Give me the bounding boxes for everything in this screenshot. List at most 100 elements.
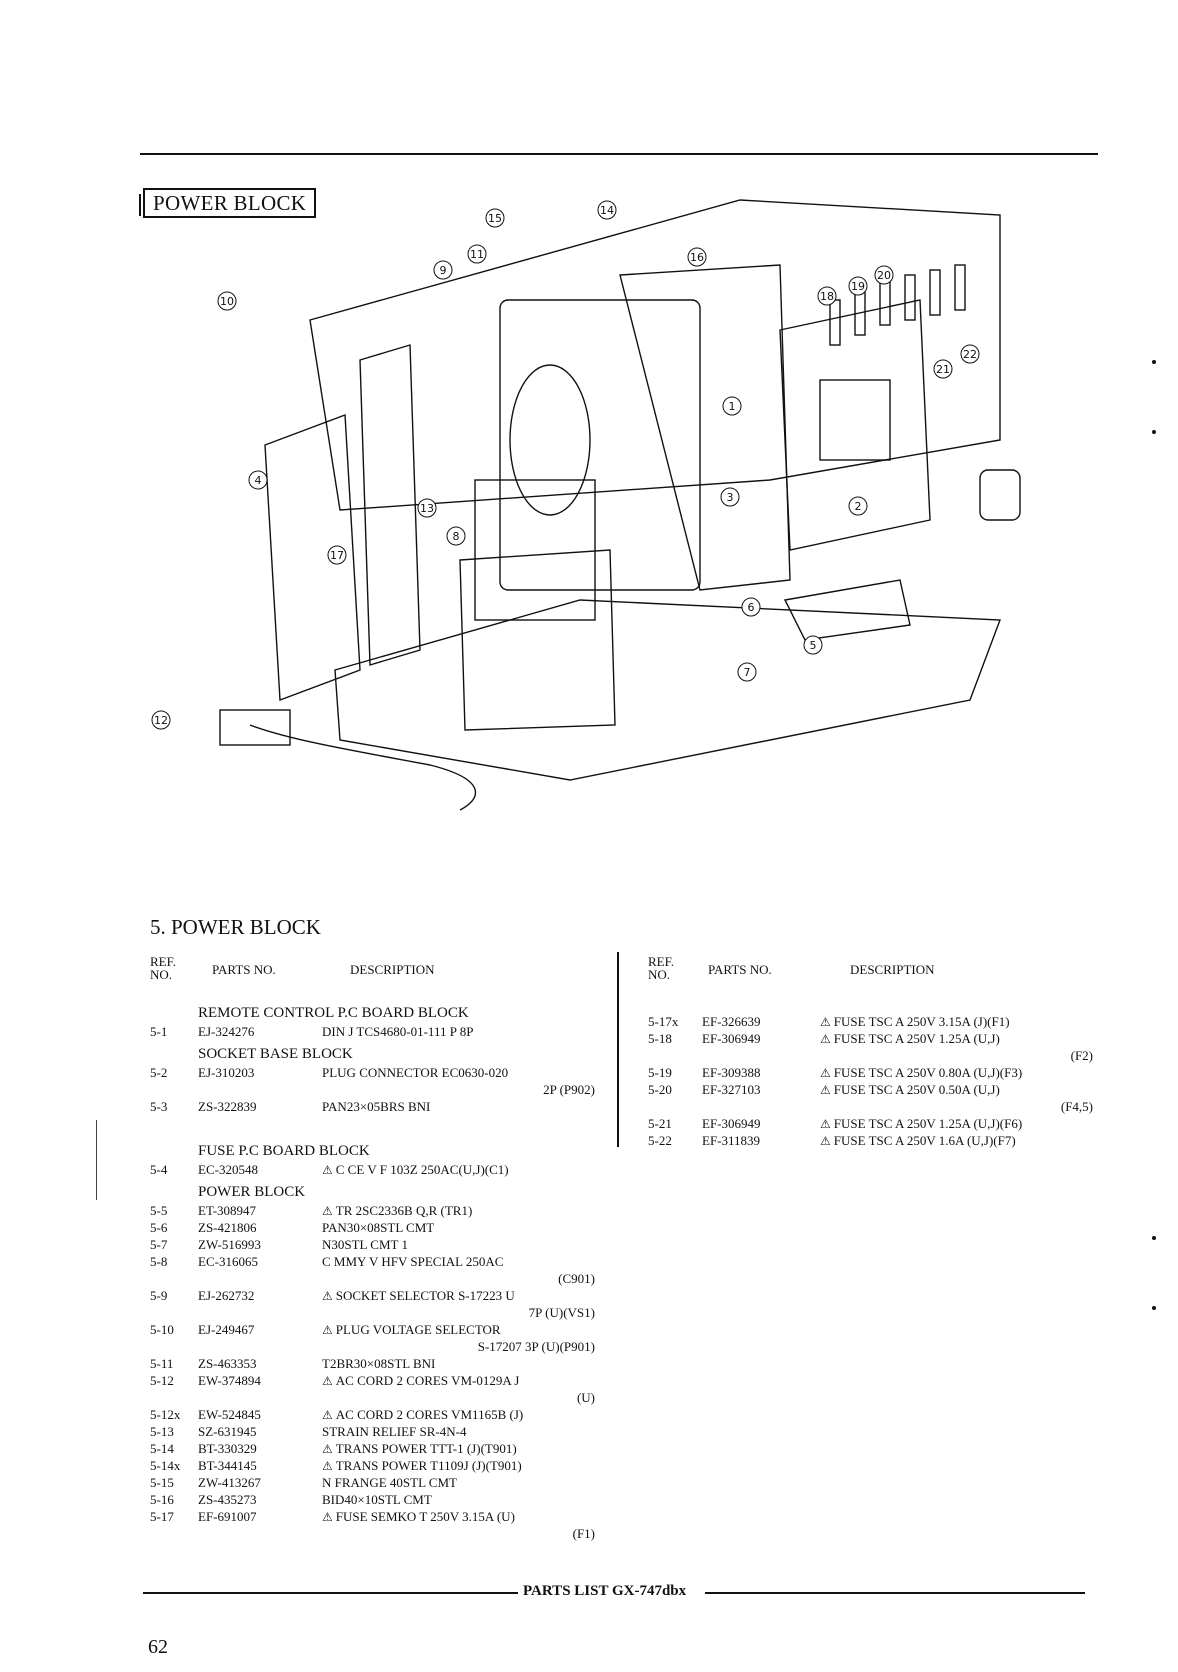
callout-1: 1 (722, 396, 742, 416)
callout-17-label: 17 (330, 549, 344, 562)
description-text: T2BR30×08STL BNI (322, 1356, 436, 1371)
warning-triangle-icon: ⚠ (820, 1134, 831, 1148)
callout-14: 14 (597, 200, 617, 220)
description-text: C MMY V HFV SPECIAL 250AC (322, 1254, 504, 1269)
footer-title: PARTS LIST GX-747dbx (523, 1583, 687, 1599)
ref-no: 5-22 (648, 1133, 672, 1148)
warning-triangle-icon: ⚠ (820, 1066, 831, 1080)
margin-dot (1152, 360, 1156, 364)
part-no: EF-306949 (702, 1116, 761, 1131)
transformer-coil (509, 364, 591, 516)
part-no: ZS-421806 (198, 1220, 257, 1235)
part-no: EW-374894 (198, 1373, 261, 1388)
part-no: EW-524845 (198, 1407, 261, 1422)
ref-no: 5-12 (150, 1373, 174, 1388)
part-no: EF-326639 (702, 1014, 761, 1029)
ref-no: 5-11 (150, 1356, 174, 1371)
callout-9-label: 9 (440, 264, 447, 277)
chassis-rear-panel (309, 199, 1001, 511)
warning-triangle-icon: ⚠ (322, 1510, 333, 1524)
callout-22-label: 22 (963, 348, 977, 361)
description-continuation: (F1) (572, 1526, 595, 1541)
callout-1-label: 1 (729, 400, 736, 413)
ref-no: 5-17x (648, 1014, 679, 1029)
ref-no: 5-19 (648, 1065, 672, 1080)
part-no: EJ-262732 (198, 1288, 255, 1303)
callout-19: 19 (848, 276, 868, 296)
description: ⚠FUSE TSC A 250V 0.80A (U,J)(F3) (820, 1064, 1022, 1082)
callout-20-label: 20 (877, 269, 891, 282)
description: ⚠FUSE SEMKO T 250V 3.15A (U) (322, 1508, 515, 1526)
group-title: REMOTE CONTROL P.C BOARD BLOCK (198, 1005, 469, 1021)
description-text: STRAIN RELIEF SR-4N-4 (322, 1424, 467, 1439)
part-no: ZS-322839 (198, 1099, 257, 1114)
part-no: EF-309388 (702, 1065, 761, 1080)
header-parts-no-right: PARTS NO. (708, 962, 772, 977)
ref-no: 5-5 (150, 1203, 168, 1218)
description: ⚠AC CORD 2 CORES VM-0129A J (322, 1372, 519, 1390)
transistor-board (783, 579, 911, 641)
description: ⚠FUSE TSC A 250V 0.50A (U,J) (820, 1081, 1000, 1099)
header-parts-no: PARTS NO. (212, 962, 276, 977)
left-pc-board (264, 414, 361, 701)
callout-12: 12 (151, 710, 171, 730)
warning-triangle-icon: ⚠ (322, 1459, 333, 1473)
description-text: N30STL CMT 1 (322, 1237, 408, 1252)
part-no: SZ-631945 (198, 1424, 257, 1439)
description: ⚠TRANS POWER TTT-1 (J)(T901) (322, 1440, 517, 1458)
description-continuation: S-17207 3P (U)(P901) (477, 1339, 595, 1354)
table-row: 5-11 ZS-463353 T2BR30×08STL BNI (150, 1355, 595, 1372)
table-row: 5-12 EW-374894 ⚠AC CORD 2 CORES VM-0129A J (150, 1372, 595, 1389)
part-no: ET-308947 (198, 1203, 257, 1218)
callout-18-label: 18 (820, 290, 834, 303)
callout-16: 16 (687, 247, 707, 267)
description-text: SOCKET SELECTOR S-17223 U (335, 1288, 515, 1303)
ref-no: 5-17 (150, 1509, 174, 1524)
description-text: AC CORD 2 CORES VM-0129A J (335, 1373, 520, 1388)
description-text: BID40×10STL CMT (322, 1492, 432, 1507)
ref-no: 5-20 (648, 1082, 672, 1097)
description-text: TRANS POWER TTT-1 (J)(T901) (335, 1441, 517, 1456)
ref-no: 5-2 (150, 1065, 168, 1080)
callout-13: 13 (417, 498, 437, 518)
warning-triangle-icon: ⚠ (820, 1015, 831, 1029)
part-no: EF-327103 (702, 1082, 761, 1097)
part-no: EJ-310203 (198, 1065, 255, 1080)
ref-no: 5-21 (648, 1116, 672, 1131)
description: ⚠FUSE TSC A 250V 1.25A (U,J) (820, 1030, 1000, 1048)
description-text: N FRANGE 40STL CMT (322, 1475, 457, 1490)
group-title: SOCKET BASE BLOCK (198, 1046, 353, 1062)
footer-rule-right (705, 1592, 1085, 1594)
header-description-right: DESCRIPTION (850, 962, 935, 977)
part-no: EJ-324276 (198, 1024, 255, 1039)
description: N30STL CMT 1 (322, 1236, 408, 1253)
description: ⚠SOCKET SELECTOR S-17223 U (322, 1287, 515, 1305)
callout-20: 20 (874, 265, 894, 285)
part-no: ZS-463353 (198, 1356, 257, 1371)
description-text: AC CORD 2 CORES VM1165B (J) (335, 1407, 524, 1422)
part-no: ZW-413267 (198, 1475, 261, 1490)
ac-plug (219, 709, 291, 746)
capacitor-block (474, 479, 596, 621)
callout-3: 3 (720, 487, 740, 507)
callout-10-label: 10 (220, 295, 234, 308)
margin-dot (1152, 1236, 1156, 1240)
header-ref-line2: NO. (150, 967, 173, 982)
part-no: ZS-435273 (198, 1492, 257, 1507)
ref-no: 5-7 (150, 1237, 168, 1252)
part-no: EC-320548 (198, 1162, 258, 1177)
description-text: FUSE TSC A 250V 1.25A (U,J) (833, 1031, 1000, 1046)
header-ref-right-line2: NO. (648, 967, 671, 982)
